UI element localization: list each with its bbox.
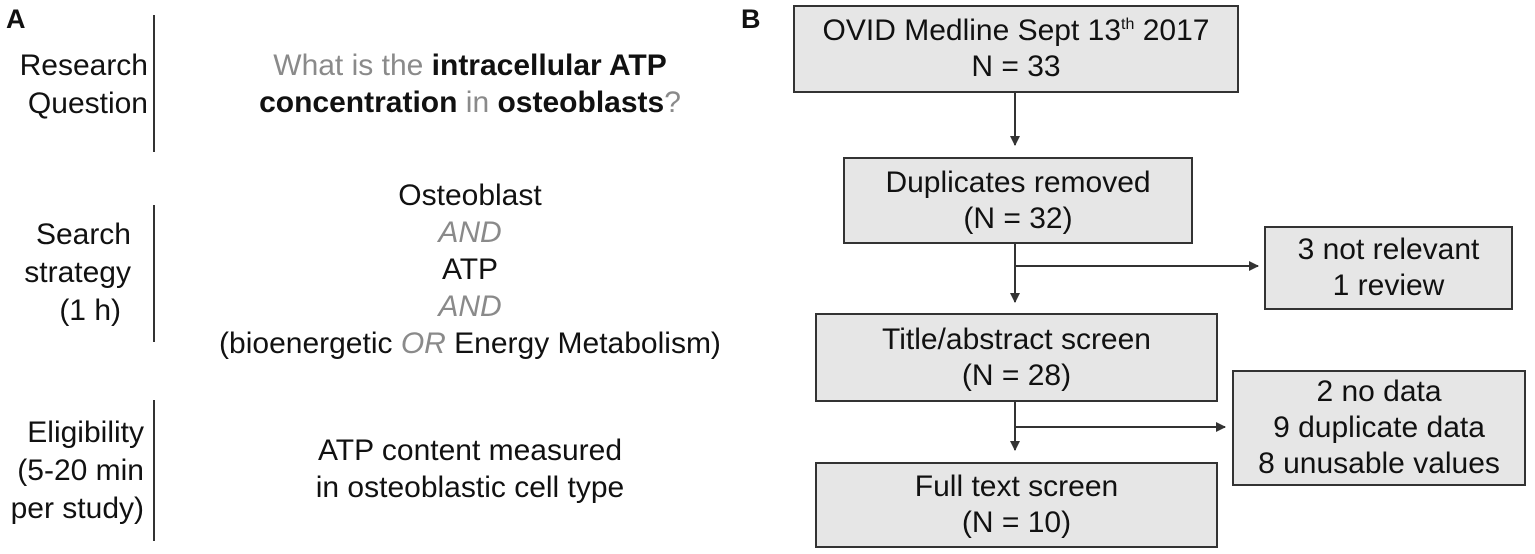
duplicates-removed-box: Duplicates removed (N = 32) xyxy=(843,157,1193,244)
search-term-osteoblast: Osteoblast xyxy=(398,179,542,212)
eligibility-label-line-3: per study) xyxy=(10,492,144,525)
full-text-box: Full text screen (N = 10) xyxy=(815,462,1218,548)
research-question-line-2: concentration in osteoblasts? xyxy=(180,84,760,121)
question-part-2: in xyxy=(457,86,498,119)
question-part-1: What is the xyxy=(273,49,432,82)
eligibility-label-line-2: (5-20 min xyxy=(17,454,144,487)
medline-count: N = 33 xyxy=(971,50,1061,83)
medline-box: OVID Medline Sept 13th 2017 N = 33 xyxy=(793,5,1239,93)
title-abstract-count: (N = 28) xyxy=(961,358,1072,392)
search-term-energy: (bioenergetic OR Energy Metabolism) xyxy=(180,325,760,362)
question-bold-1: intracellular ATP xyxy=(431,49,667,82)
search-term-atp: ATP xyxy=(441,253,499,286)
research-question-label-line-1: Research xyxy=(19,49,148,82)
research-question-label-line-2: Question xyxy=(27,87,148,120)
eligibility-label-line-1: Eligibility xyxy=(27,416,144,449)
question-part-3: ? xyxy=(664,86,681,119)
panel-b-letter: B xyxy=(741,4,761,34)
question-bold-2: concentration xyxy=(259,86,458,119)
search-term-bioenergetic: (bioenergetic xyxy=(219,327,401,360)
exclusion-review: 1 review xyxy=(1332,269,1445,302)
search-strategy-divider xyxy=(153,205,155,342)
research-question-label: Research Question xyxy=(20,47,148,123)
search-strategy-label-line-2: strategy xyxy=(24,256,131,289)
research-question-divider xyxy=(153,15,155,152)
title-abstract-box: Title/abstract screen (N = 28) xyxy=(815,313,1218,402)
duplicates-removed-count: (N = 32) xyxy=(963,201,1073,235)
medline-date-suffix: th xyxy=(1121,16,1135,33)
medline-line-1: OVID Medline Sept 13th 2017 xyxy=(823,13,1210,49)
eligibility-text-line-1: ATP content measured xyxy=(317,434,623,467)
exclusions-1-box: 3 not relevant 1 review xyxy=(1264,226,1513,310)
medline-source: OVID Medline Sept 13 xyxy=(822,14,1122,47)
title-abstract-title: Title/abstract screen xyxy=(882,322,1151,356)
eligibility-label: Eligibility (5-20 min per study) xyxy=(11,414,144,528)
full-text-count: (N = 10) xyxy=(961,506,1072,539)
exclusion-no-data: 2 no data xyxy=(1316,375,1442,408)
search-strategy-label: Search strategy (1 h) xyxy=(24,216,131,330)
eligibility-text: ATP content measured in osteoblastic cel… xyxy=(180,432,760,506)
search-term-energy-metabolism: Energy Metabolism) xyxy=(445,327,721,360)
exclusion-unusable-values: 8 unusable values xyxy=(1258,447,1500,480)
search-strategy-label-line-1: Search xyxy=(35,218,131,251)
search-strategy-label-line-3: (1 h) xyxy=(59,294,121,327)
research-question-text: What is the intracellular ATP concentrat… xyxy=(180,47,760,121)
search-operator-and-1: AND xyxy=(438,216,502,249)
question-bold-3: osteoblasts xyxy=(497,86,665,119)
eligibility-text-line-2: in osteoblastic cell type xyxy=(315,471,625,504)
full-text-title: Full text screen xyxy=(914,470,1119,503)
eligibility-divider xyxy=(153,400,155,541)
duplicates-removed-title: Duplicates removed xyxy=(885,165,1151,199)
exclusions-2-box: 2 no data 9 duplicate data 8 unusable va… xyxy=(1232,370,1526,486)
search-strategy-terms: Osteoblast AND ATP AND (bioenergetic OR … xyxy=(180,177,760,362)
exclusion-not-relevant: 3 not relevant xyxy=(1297,233,1480,266)
medline-year: 2017 xyxy=(1134,14,1210,47)
panel-a-letter: A xyxy=(6,4,26,34)
search-operator-and-2: AND xyxy=(438,290,502,323)
research-question-line-1: What is the intracellular ATP xyxy=(180,47,760,84)
exclusion-duplicate-data: 9 duplicate data xyxy=(1273,411,1485,444)
search-operator-or: OR xyxy=(400,327,446,360)
